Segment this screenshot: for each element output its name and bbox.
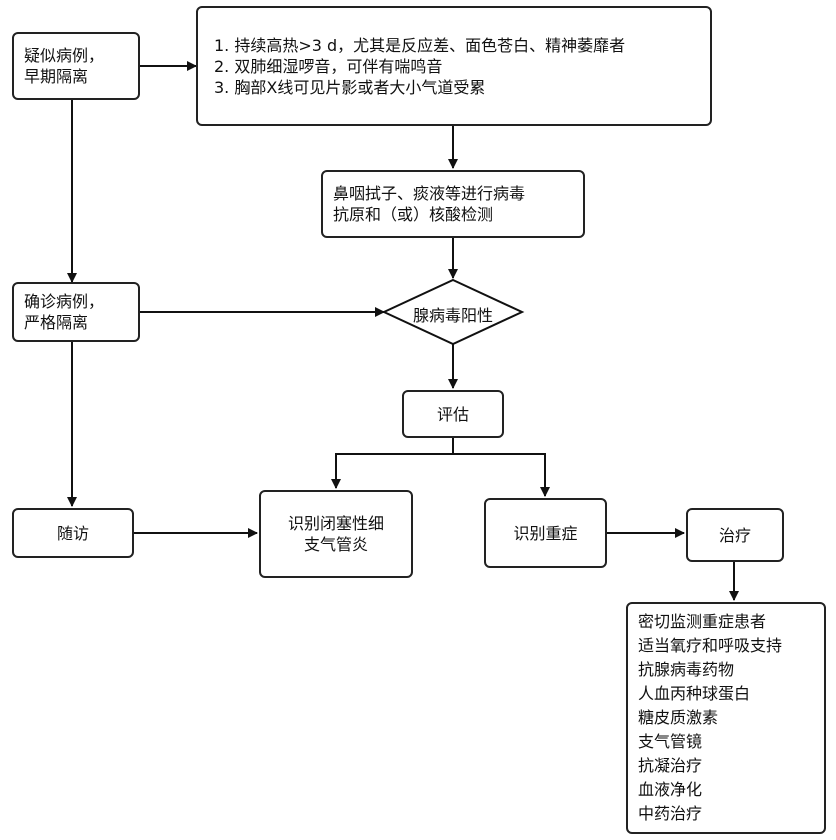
measure-item: 密切监测重症患者: [638, 612, 767, 631]
node-text-line: 早期隔离: [24, 67, 89, 86]
positive-label: 腺病毒阳性: [413, 306, 494, 325]
treatment-box: 治疗: [686, 508, 784, 562]
swab-test-box: 鼻咽拭子、痰液等进行病毒 抗原和（或）核酸检测: [321, 170, 585, 238]
symptoms-box: 1. 持续高热>3 d，尤其是反应差、面色苍白、精神萎靡者 2. 双肺细湿啰音，…: [196, 6, 712, 126]
measure-item: 人血丙种球蛋白: [638, 684, 751, 703]
node-text-line: 支气管炎: [303, 535, 368, 554]
treatment-measures-box: 密切监测重症患者 适当氧疗和呼吸支持 抗腺病毒药物 人血丙种球蛋白 糖皮质激素 …: [626, 602, 826, 834]
symptom-item: 3. 胸部X线可见片影或者大小气道受累: [214, 77, 486, 97]
node-text-line: 评估: [436, 404, 469, 424]
node-text-line: 抗原和（或）核酸检测: [333, 205, 494, 224]
positive-diamond: [381, 278, 525, 346]
evaluate-box: 评估: [402, 390, 504, 438]
confirmed-case-box: 确诊病例， 严格隔离: [12, 282, 140, 342]
measure-item: 抗凝治疗: [638, 756, 703, 775]
node-text-line: 确诊病例，: [24, 292, 105, 311]
node-text-line: 严格隔离: [24, 313, 89, 332]
symptom-item: 1. 持续高热>3 d，尤其是反应差、面色苍白、精神萎靡者: [214, 35, 626, 55]
measure-item: 中药治疗: [638, 804, 703, 823]
measure-item: 血液净化: [638, 780, 703, 799]
followup-box: 随访: [12, 508, 134, 558]
node-text-line: 鼻咽拭子、痰液等进行病毒: [333, 184, 526, 203]
edge-evaluate-split: [331, 438, 454, 489]
node-text-line: 随访: [56, 523, 89, 543]
node-text-line: 疑似病例，: [24, 46, 105, 65]
measure-item: 糖皮质激素: [638, 708, 719, 727]
edge-evaluate-severe: [453, 453, 550, 497]
node-text-line: 识别重症: [513, 523, 578, 543]
measure-item: 抗腺病毒药物: [638, 660, 735, 679]
measure-item: 支气管镜: [638, 732, 703, 751]
suspected-case-box: 疑似病例， 早期隔离: [12, 32, 140, 100]
node-text-line: 治疗: [718, 525, 751, 545]
symptom-item: 2. 双肺细湿啰音，可伴有喘鸣音: [214, 56, 443, 76]
severe-box: 识别重症: [484, 498, 607, 568]
node-text-line: 识别闭塞性细: [287, 514, 384, 533]
measure-item: 适当氧疗和呼吸支持: [638, 636, 783, 655]
bronchiolitis-box: 识别闭塞性细 支气管炎: [259, 490, 413, 578]
